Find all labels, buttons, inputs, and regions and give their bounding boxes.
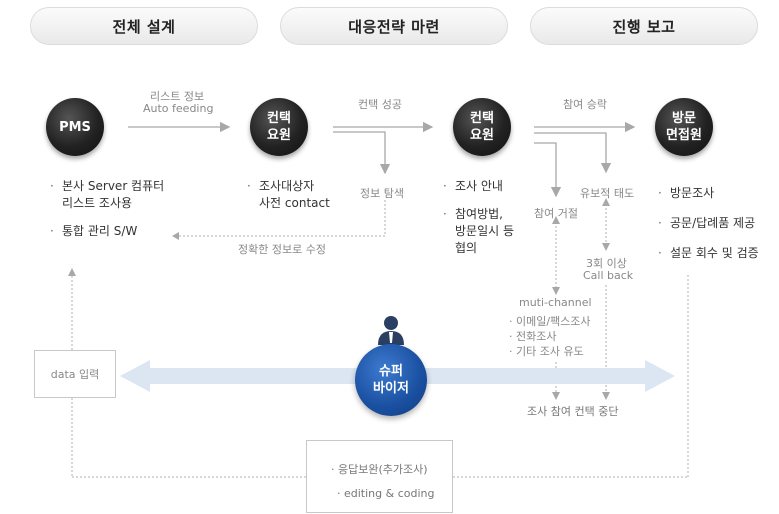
data-input-box: data 입력 [34, 350, 116, 398]
list-item-text: 참여방법, [455, 207, 503, 221]
stop-contact-label: 조사 참여 컨택 중단 [527, 405, 619, 418]
list-item: · 이메일/팩스조사 [509, 315, 591, 328]
node-label-line: 컨택 [267, 111, 291, 126]
multi-channel-label: muti-channel [519, 296, 592, 309]
pms-label: PMS [59, 119, 91, 135]
list-item: ·참여방법, [443, 207, 503, 221]
list-item-text: editing & coding [344, 487, 435, 500]
info-search-label: 정보 탐색 [360, 187, 404, 200]
node-label-line: 요원 [267, 128, 291, 143]
list-item-text: 방문조사 [670, 186, 715, 200]
person-icon [378, 316, 404, 345]
contact-success-label: 컨택 성공 [358, 98, 402, 111]
node-label-line: 면접원 [666, 128, 702, 143]
list-item: ·조사 안내 [443, 179, 503, 193]
callback-line1: 3회 이상 [586, 257, 627, 270]
list-item-text: 협의 [455, 241, 478, 255]
list-item: · 응답보완(추가조사) [331, 463, 428, 476]
phase-progress-report: 진행 보고 [530, 7, 758, 45]
node-label-line: 요원 [470, 128, 494, 143]
agent2-items: ·조사 안내 ·참여방법, 방문일시 등 협의 [443, 178, 514, 257]
list-item-text: 조사 안내 [455, 179, 503, 193]
list-item: · editing & coding [337, 487, 435, 500]
list-item: 사전 contact [247, 195, 330, 212]
list-item-text: 기타 조사 유도 [516, 345, 584, 358]
phase-overall-design: 전체 설계 [30, 7, 258, 45]
list-item-text: 응답보완(추가조사) [338, 463, 428, 476]
list-item-text: 본사 Server 컴퓨터 [62, 179, 165, 193]
pms-items: ·본사 Server 컴퓨터 리스트 조사용 ·통합 관리 S/W [50, 178, 164, 240]
list-item: ·통합 관리 S/W [50, 224, 138, 238]
list-item: · 전화조사 [509, 330, 557, 343]
callback-line2: Call back [583, 269, 634, 282]
list-item: 협의 [443, 240, 514, 257]
phase-strategy: 대응전략 마련 [280, 7, 508, 45]
list-item: ·조사대상자 [247, 179, 315, 193]
list-item-text: 사전 contact [259, 196, 330, 210]
node-label-line: 방문 [672, 111, 696, 126]
node-label-line: 슈퍼 [379, 364, 403, 379]
list-item: ·본사 Server 컴퓨터 [50, 179, 165, 193]
pms-node: PMS [46, 98, 104, 156]
agent1-items: ·조사대상자 사전 contact [247, 178, 330, 212]
list-item: · 기타 조사 유도 [509, 345, 584, 358]
correct-info-label: 정확한 정보로 수정 [238, 243, 326, 256]
list-item-text: 전화조사 [516, 330, 557, 343]
phase-label: 대응전략 마련 [348, 17, 440, 36]
auto-feeding-label: Auto feeding [143, 102, 214, 115]
multi-channel-list: · 이메일/팩스조사 · 전화조사 · 기타 조사 유도 [509, 314, 591, 359]
phase-label: 진행 보고 [612, 17, 676, 36]
node-label-line: 컨택 [470, 111, 494, 126]
list-item-text: 조사대상자 [259, 179, 315, 193]
list-info-label: 리스트 정보 [150, 90, 205, 103]
list-item: ·방문조사 [658, 186, 715, 200]
participation-ok-label: 참여 승락 [563, 98, 607, 111]
list-item: 방문일시 등 [443, 223, 514, 240]
phase-label: 전체 설계 [112, 17, 176, 36]
list-item-text: 방문일시 등 [455, 224, 515, 238]
list-item: 리스트 조사용 [50, 195, 164, 212]
interviewer-items: ·방문조사 ·공문/답례품 제공 ·설문 회수 및 검증 [658, 178, 759, 268]
list-item: ·설문 회수 및 검증 [658, 246, 759, 260]
list-item-text: 리스트 조사용 [62, 196, 133, 210]
response-supplement-box: · 응답보완(추가조사) · editing & coding [306, 440, 453, 513]
list-item-text: 공문/답례품 제공 [670, 216, 756, 230]
participation-refused-label: 참여 거절 [534, 207, 578, 220]
list-item-text: 이메일/팩스조사 [516, 315, 591, 328]
data-input-label: data 입력 [50, 368, 100, 381]
list-item: ·공문/답례품 제공 [658, 216, 756, 230]
list-item-text: 통합 관리 S/W [62, 224, 138, 238]
node-label-line: 바이저 [373, 381, 409, 396]
favorable-attitude-label: 유보적 태도 [580, 187, 635, 200]
list-item-text: 설문 회수 및 검증 [670, 246, 759, 260]
